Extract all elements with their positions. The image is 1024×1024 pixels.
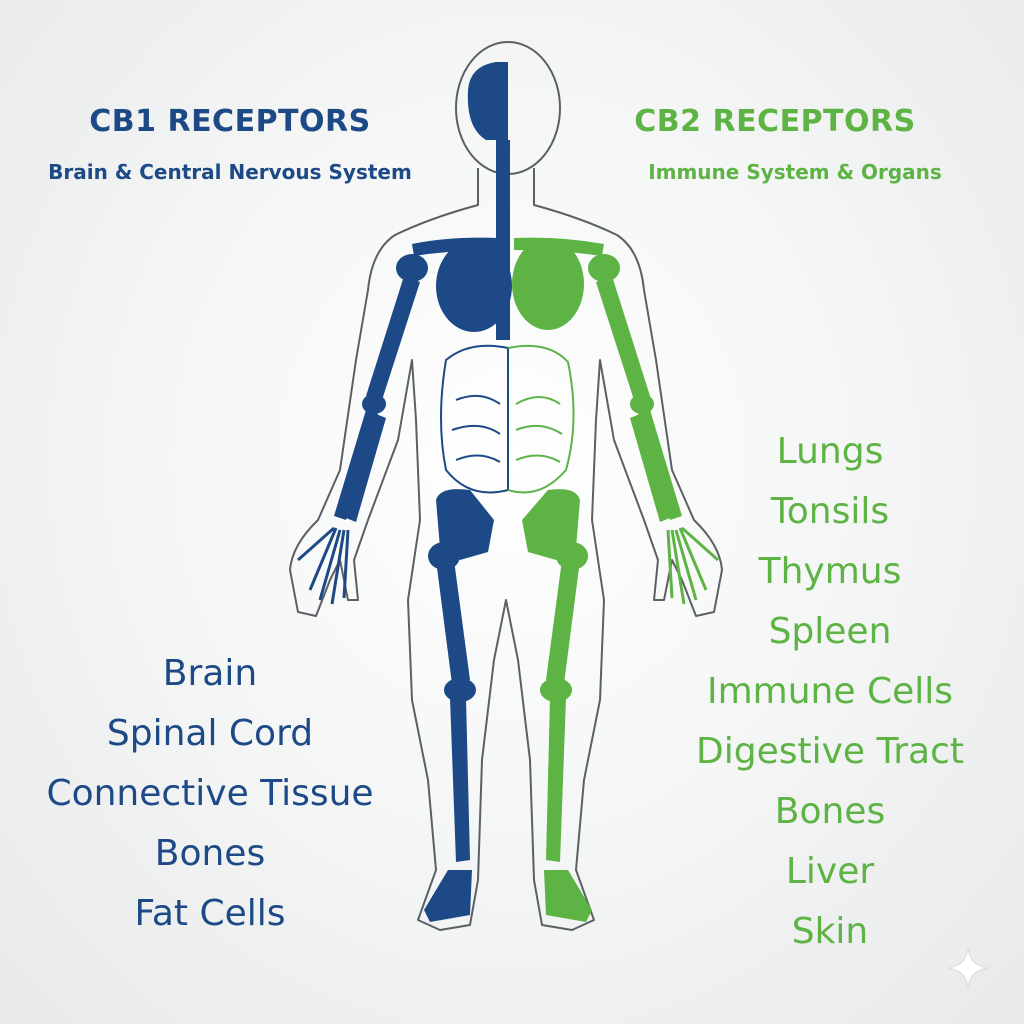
- cb2-item: Bones: [774, 791, 886, 832]
- cb1-item: Bones: [154, 833, 266, 874]
- cb1-item: Brain: [162, 653, 258, 694]
- cb1-item: Spinal Cord: [106, 713, 314, 754]
- cb1-item: Connective Tissue: [46, 773, 374, 814]
- digestive-tract-outline: [440, 344, 575, 494]
- cb1-location-list: Brain Spinal Cord Connective Tissue Bone…: [10, 644, 410, 944]
- cb1-skeleton: [297, 62, 512, 922]
- cb1-title: CB1 RECEPTORS: [89, 104, 371, 139]
- cb1-subtitle: Brain & Central Nervous System: [48, 160, 412, 184]
- cb2-item: Immune Cells: [706, 671, 954, 712]
- cb2-subtitle: Immune System & Organs: [648, 160, 942, 184]
- cb2-title: CB2 RECEPTORS: [634, 104, 916, 139]
- cb2-location-list: Lungs Tonsils Thymus Spleen Immune Cells…: [660, 422, 1000, 962]
- cb2-item: Spleen: [768, 611, 892, 652]
- cb2-item: Thymus: [758, 551, 902, 592]
- cb2-item: Lungs: [776, 431, 884, 472]
- cb2-item: Skin: [791, 911, 869, 952]
- cb1-item: Fat Cells: [134, 893, 286, 934]
- cb2-item: Digestive Tract: [696, 731, 964, 772]
- cb2-item: Liver: [785, 851, 875, 892]
- cb2-item: Tonsils: [770, 491, 890, 532]
- cb2-skeleton: [512, 237, 719, 922]
- sparkle-icon: [947, 947, 989, 989]
